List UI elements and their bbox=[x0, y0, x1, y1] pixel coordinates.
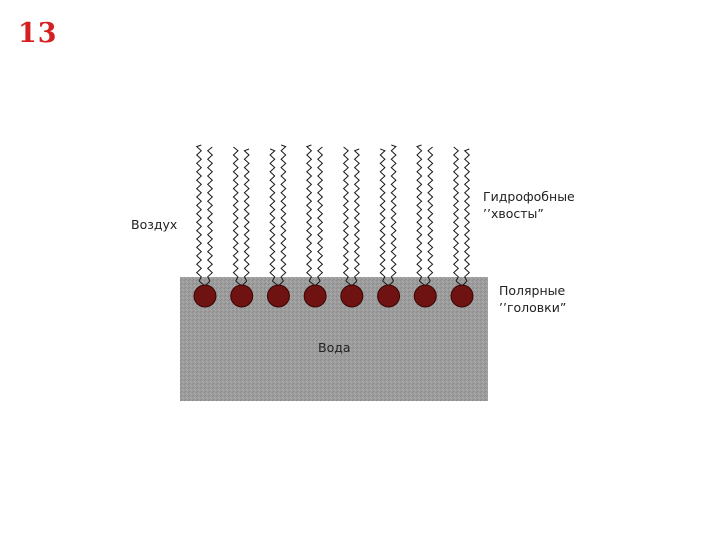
tails-label: Гидрофобные ’’хвосты” bbox=[483, 188, 575, 222]
hydrophobic-tail bbox=[195, 144, 203, 282]
molecule bbox=[230, 146, 254, 308]
hydrophobic-tail bbox=[206, 146, 214, 282]
hydrophobic-tail bbox=[379, 148, 386, 282]
molecule bbox=[193, 144, 217, 308]
polar-head bbox=[266, 284, 290, 308]
hydrophobic-tail bbox=[232, 146, 239, 282]
polar-head bbox=[340, 284, 364, 308]
molecule bbox=[266, 144, 290, 308]
hydrophobic-tail bbox=[280, 144, 287, 282]
hydrophobic-tail bbox=[317, 146, 324, 282]
hydrophobic-tail bbox=[269, 148, 276, 282]
heads-label-line-1: Полярные bbox=[499, 283, 566, 298]
hydrophobic-tail bbox=[243, 148, 250, 282]
polar-head bbox=[413, 284, 437, 308]
hydrophobic-tail bbox=[353, 148, 360, 282]
molecule bbox=[450, 146, 474, 308]
molecule bbox=[340, 146, 364, 308]
hydrophobic-tail bbox=[390, 144, 397, 282]
heads-label-line-2: ’’головки” bbox=[499, 300, 567, 315]
tails-label-line-1: Гидрофобные bbox=[483, 189, 575, 204]
polar-head bbox=[377, 284, 401, 308]
hydrophobic-tail bbox=[452, 146, 460, 282]
polar-head bbox=[450, 284, 474, 308]
hydrophobic-tail bbox=[416, 144, 423, 282]
molecule bbox=[377, 144, 401, 308]
slide-number: 13 bbox=[18, 18, 58, 49]
tails-label-line-2: ’’хвосты” bbox=[483, 206, 544, 221]
polar-head bbox=[230, 284, 254, 308]
hydrophobic-tail bbox=[427, 146, 434, 282]
hydrophobic-tail bbox=[463, 148, 471, 282]
molecule bbox=[303, 144, 327, 308]
air-label: Воздух bbox=[131, 217, 178, 232]
hydrophobic-tail bbox=[305, 144, 313, 282]
molecules-group bbox=[193, 144, 474, 308]
hydrophobic-tail bbox=[342, 146, 349, 282]
heads-label: Полярные ’’головки” bbox=[499, 282, 566, 316]
polar-head bbox=[193, 284, 217, 308]
water-label: Вода bbox=[318, 340, 351, 355]
polar-head bbox=[303, 284, 327, 308]
molecule bbox=[413, 144, 437, 308]
